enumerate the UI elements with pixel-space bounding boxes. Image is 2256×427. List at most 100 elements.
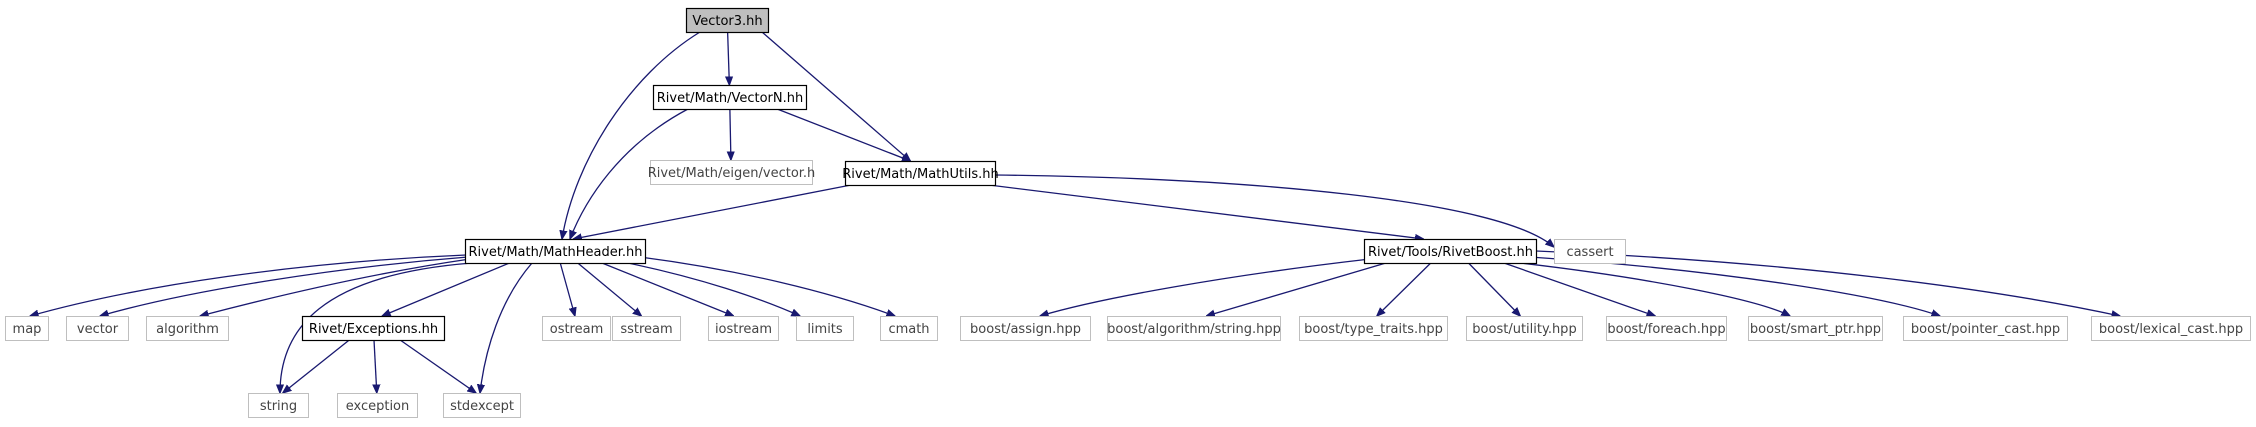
- edges-layer: [30, 31, 2120, 393]
- edge-mathheader-to-exceptions: [382, 262, 510, 316]
- edge-rivetboost-to-assign: [1040, 258, 1371, 316]
- node-label-mathheader: Rivet/Math/MathHeader.hh: [469, 245, 643, 260]
- node-vector3[interactable]: Vector3.hh: [685, 7, 770, 34]
- node-box-map: [5, 316, 49, 341]
- node-smartptr: boost/smart_ptr.hpp: [1748, 316, 1883, 341]
- edge-rivetboost-to-algstring: [1206, 262, 1387, 316]
- node-algstring: boost/algorithm/string.hpp: [1107, 316, 1281, 341]
- node-mathutils[interactable]: Rivet/Math/MathUtils.hh: [842, 160, 999, 187]
- node-box-vectorn: [652, 84, 808, 111]
- node-label-sstream: sstream: [620, 322, 672, 337]
- edge-mathutils-to-mathheader: [573, 184, 852, 239]
- node-box-mathheader: [464, 238, 647, 265]
- edge-mathheader-to-limits: [627, 262, 800, 316]
- node-box-pointercast: [1903, 316, 2068, 341]
- node-label-lexicalcast: boost/lexical_cast.hpp: [2099, 322, 2243, 337]
- node-box-cassert: [1554, 239, 1626, 264]
- node-eigen: Rivet/Math/eigen/vector.h: [648, 160, 816, 185]
- node-label-algstring: boost/algorithm/string.hpp: [1107, 322, 1281, 337]
- edge-mathheader-to-algorithm: [200, 258, 471, 316]
- node-box-string: [248, 393, 309, 418]
- node-label-mathutils: Rivet/Math/MathUtils.hh: [842, 167, 998, 182]
- node-stdexcept: stdexcept: [443, 393, 521, 418]
- node-label-smartptr: boost/smart_ptr.hpp: [1750, 322, 1881, 337]
- edge-exceptions-to-exception: [374, 339, 377, 393]
- edge-mathheader-to-map: [30, 254, 467, 316]
- node-label-stdexcept: stdexcept: [450, 399, 514, 414]
- node-box-cmath: [880, 316, 938, 341]
- node-ostream: ostream: [542, 316, 611, 341]
- node-box-vector: [66, 316, 129, 341]
- node-iostream: iostream: [708, 316, 779, 341]
- node-box-rivetboost: [1363, 238, 1538, 265]
- node-box-limits: [796, 316, 854, 341]
- node-lexicalcast: boost/lexical_cast.hpp: [2091, 316, 2251, 341]
- node-label-vectorn: Rivet/Math/VectorN.hh: [657, 91, 803, 106]
- edge-vector3-to-vectorn: [728, 31, 730, 85]
- edge-mathheader-to-cmath: [639, 256, 895, 316]
- node-string: string: [248, 393, 309, 418]
- edge-rivetboost-to-typetraits: [1377, 262, 1432, 316]
- edge-rivetboost-to-foreach: [1503, 262, 1655, 316]
- node-sstream: sstream: [612, 316, 681, 341]
- node-box-eigen: [650, 160, 813, 185]
- edge-mathutils-to-rivetboost: [988, 184, 1424, 239]
- node-box-algorithm: [146, 316, 229, 341]
- node-label-algorithm: algorithm: [156, 322, 219, 337]
- node-label-limits: limits: [807, 322, 843, 337]
- node-label-utility: boost/utility.hpp: [1472, 322, 1576, 337]
- edge-rivetboost-to-pointercast: [1529, 256, 1940, 316]
- node-box-exceptions: [301, 315, 446, 342]
- node-label-typetraits: boost/type_traits.hpp: [1304, 322, 1443, 337]
- edge-exceptions-to-stdexcept: [399, 339, 476, 393]
- node-cmath: cmath: [880, 316, 938, 341]
- node-box-utility: [1466, 316, 1583, 341]
- node-box-mathutils: [844, 160, 997, 187]
- node-algorithm: algorithm: [146, 316, 229, 341]
- node-exception: exception: [337, 393, 418, 418]
- node-cassert: cassert: [1554, 239, 1626, 264]
- node-map: map: [5, 316, 49, 341]
- edge-mathheader-to-string: [280, 262, 473, 393]
- node-box-vector3: [685, 7, 770, 34]
- node-label-vector: vector: [77, 322, 119, 337]
- node-label-exceptions: Rivet/Exceptions.hh: [309, 322, 438, 337]
- node-label-assign: boost/assign.hpp: [970, 322, 1081, 337]
- edge-mathheader-to-ostream: [559, 262, 575, 316]
- edge-rivetboost-to-utility: [1468, 262, 1521, 316]
- edge-vectorn-to-mathutils: [776, 108, 910, 161]
- edge-vectorn-to-eigen: [730, 108, 731, 160]
- node-label-eigen: Rivet/Math/eigen/vector.h: [648, 166, 816, 181]
- node-pointercast: boost/pointer_cast.hpp: [1903, 316, 2068, 341]
- node-exceptions[interactable]: Rivet/Exceptions.hh: [301, 315, 446, 342]
- edge-mathheader-to-iostream: [601, 262, 734, 316]
- node-box-assign: [960, 316, 1091, 341]
- node-vectorn[interactable]: Rivet/Math/VectorN.hh: [652, 84, 808, 111]
- node-label-iostream: iostream: [715, 322, 772, 337]
- edge-mathheader-to-sstream: [577, 262, 642, 316]
- node-box-exception: [337, 393, 418, 418]
- node-limits: limits: [796, 316, 854, 341]
- edge-mathheader-to-stdexcept: [480, 262, 533, 393]
- node-label-cassert: cassert: [1566, 245, 1613, 260]
- node-box-foreach: [1606, 316, 1727, 341]
- node-assign: boost/assign.hpp: [960, 316, 1091, 341]
- edge-vector3-to-mathutils: [761, 31, 910, 161]
- edge-vector3-to-mathheader: [562, 31, 701, 239]
- node-box-iostream: [708, 316, 779, 341]
- node-box-stdexcept: [443, 393, 521, 418]
- edge-rivetboost-to-lexicalcast: [1535, 250, 2120, 316]
- node-label-foreach: boost/foreach.hpp: [1607, 322, 1725, 337]
- node-utility: boost/utility.hpp: [1466, 316, 1583, 341]
- node-box-typetraits: [1299, 316, 1448, 341]
- nodes-layer: Vector3.hhRivet/Math/VectorN.hhRivet/Mat…: [5, 7, 2251, 418]
- node-label-string: string: [260, 399, 297, 414]
- node-rivetboost[interactable]: Rivet/Tools/RivetBoost.hh: [1363, 238, 1538, 265]
- node-mathheader[interactable]: Rivet/Math/MathHeader.hh: [464, 238, 647, 265]
- edge-exceptions-to-string: [283, 339, 350, 393]
- node-label-ostream: ostream: [550, 322, 604, 337]
- edge-rivetboost-to-smartptr: [1519, 262, 1790, 316]
- edge-vectorn-to-mathheader: [570, 108, 689, 239]
- node-box-sstream: [612, 316, 681, 341]
- node-box-lexicalcast: [2091, 316, 2251, 341]
